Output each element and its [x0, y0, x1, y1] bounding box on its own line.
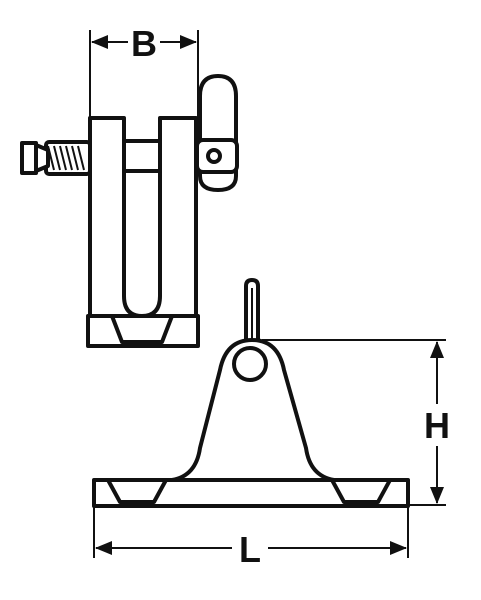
h-label: H — [424, 405, 450, 446]
b-arrow-left — [91, 35, 108, 49]
l-label: L — [239, 529, 261, 570]
upright — [170, 338, 336, 482]
h-label-bg — [417, 404, 457, 446]
locking-pin — [20, 140, 92, 176]
dimension-b: B — [89, 23, 199, 118]
l-label-bg — [232, 528, 268, 568]
countersink-right — [330, 478, 392, 504]
b-label: B — [131, 23, 157, 64]
pivot-hole — [206, 148, 222, 164]
dimension-l: L — [93, 506, 409, 570]
h-arrow-bottom — [430, 487, 444, 504]
spring-coil — [47, 145, 85, 171]
pin-knob-end — [20, 141, 38, 175]
front-pivot-hole — [232, 346, 268, 382]
side-view: B — [20, 23, 239, 348]
countersink-left — [106, 478, 168, 504]
h-arrow-top — [430, 341, 444, 358]
b-arrow-right — [180, 35, 197, 49]
l-arrow-right — [390, 541, 407, 555]
side-base-countersink — [110, 314, 174, 344]
b-label-bg — [128, 24, 160, 60]
front-view: H L — [92, 278, 457, 570]
pin-knob-taper — [34, 143, 50, 173]
cross-pin — [122, 139, 162, 173]
l-arrow-left — [95, 541, 112, 555]
dimension-h: H — [262, 339, 457, 506]
